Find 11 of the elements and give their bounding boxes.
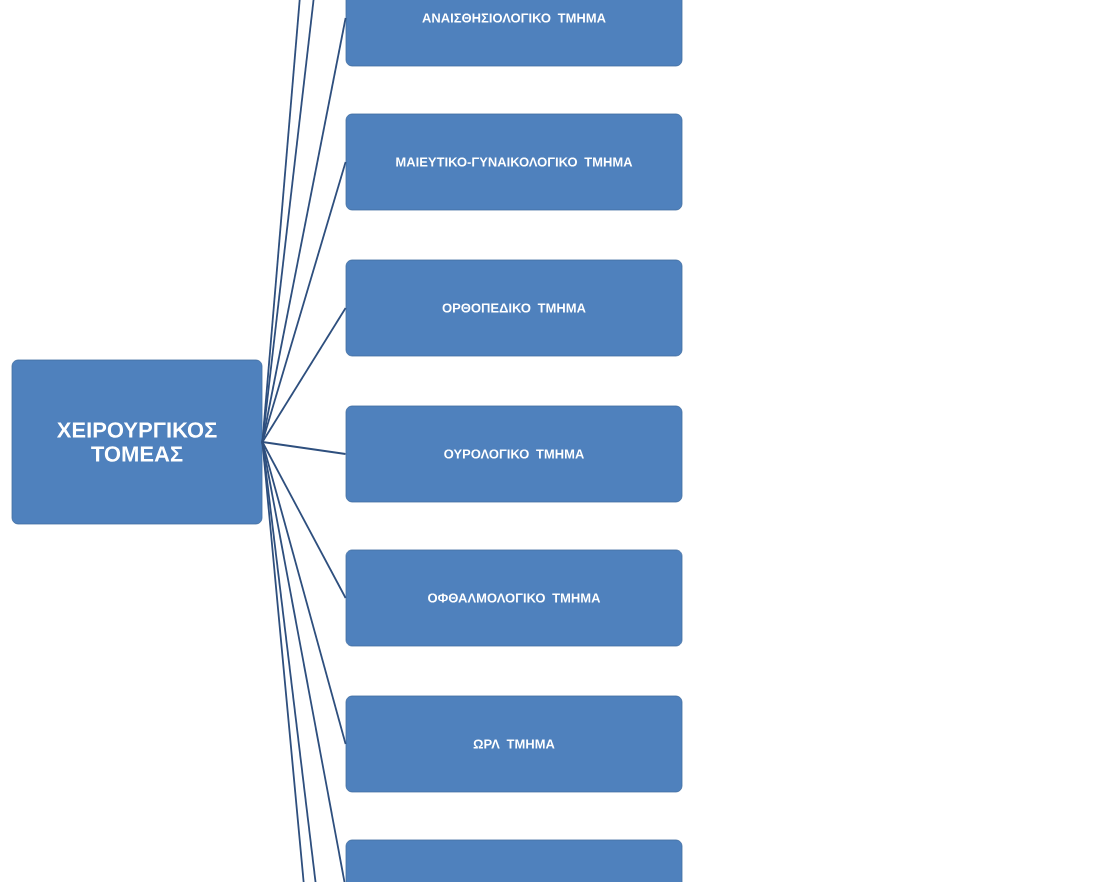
connector-line <box>261 441 347 455</box>
connector-line <box>261 441 317 882</box>
connector-line <box>261 441 347 882</box>
connector-line <box>261 307 347 443</box>
connector-line <box>261 161 347 443</box>
connector-line <box>261 17 347 443</box>
connector-line <box>261 441 347 745</box>
connector-line <box>261 441 347 599</box>
connector-line <box>261 0 315 443</box>
section-box: ΧΕΙΡΟΥΡΓΙΚΟΣ ΤΟΜΕΑΣ <box>11 359 263 525</box>
empty-box <box>345 839 683 882</box>
